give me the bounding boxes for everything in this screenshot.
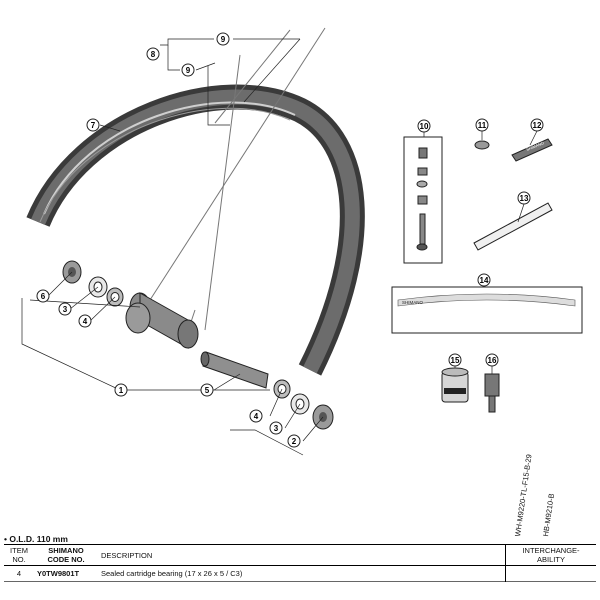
leader-lines — [21, 38, 538, 456]
callout-label: 4 — [254, 412, 259, 421]
callout-label: 11 — [478, 121, 487, 130]
callout-label: 7 — [91, 121, 96, 130]
callout-14: 14 — [477, 273, 491, 287]
rim-sticker-box: SHIMANO — [391, 286, 583, 334]
sealant-bottle — [441, 367, 469, 403]
hub-shell — [125, 292, 199, 349]
callout-label: 9 — [221, 35, 226, 44]
header-description: DESCRIPTION — [101, 550, 153, 560]
parts-table-header: ITEM NO. SHIMANO CODE NO. DESCRIPTION IN… — [4, 544, 596, 566]
callout-label: 2 — [292, 437, 297, 446]
callout-11: 11 — [475, 118, 489, 132]
callout-13: 13 — [517, 191, 531, 205]
callout-15: 15 — [448, 353, 462, 367]
table-row: 4 Y0TW9801T Sealed cartridge bearing (17… — [4, 565, 596, 582]
callout-label: 1 — [119, 386, 124, 395]
callout-label: 5 — [205, 386, 210, 395]
callout-label: 13 — [520, 194, 529, 203]
callout-label: 16 — [488, 356, 497, 365]
callout-label: 8 — [151, 50, 156, 59]
callout-10: 10 — [417, 119, 431, 133]
callout-1: 1 — [114, 383, 128, 397]
tire-lever: SHIMANO — [511, 138, 553, 162]
valve-set-box — [403, 136, 443, 264]
callout-8: 8 — [146, 47, 160, 61]
callout-label: 14 — [480, 276, 489, 285]
tire-lever-text: SHIMANO — [526, 140, 545, 152]
callout-3b: 3 — [269, 421, 283, 435]
callout-3a: 3 — [58, 302, 72, 316]
callout-label: 3 — [274, 424, 279, 433]
row-item-no: 4 — [16, 569, 22, 578]
callout-label: 3 — [63, 305, 68, 314]
rim-sticker-text: SHIMANO — [402, 300, 424, 305]
row-code-no: Y0TW9801T — [37, 569, 80, 578]
callout-4a: 4 — [78, 314, 92, 328]
callout-label: 4 — [83, 317, 88, 326]
header-interchangeability: INTERCHANGE-ABILITY — [505, 544, 596, 566]
header-item-no: ITEM NO. — [10, 546, 28, 564]
callout-9b: 9 — [181, 63, 195, 77]
callout-16: 16 — [485, 353, 499, 367]
callout-5: 5 — [200, 383, 214, 397]
callout-label: 15 — [451, 356, 460, 365]
spokes — [149, 27, 326, 341]
callout-12: 12 — [530, 118, 544, 132]
callout-2: 2 — [287, 434, 301, 448]
callout-label: 12 — [533, 121, 542, 130]
rim — [26, 84, 365, 376]
row-interchangeability — [505, 565, 596, 582]
rim-plug — [474, 140, 490, 150]
valve-core-tool — [484, 373, 500, 413]
callout-label: 6 — [41, 292, 46, 301]
old-note: • O.L.D. 110 mm — [4, 534, 68, 544]
callout-9a: 9 — [216, 32, 230, 46]
rim-tape — [473, 202, 553, 251]
callout-label: 10 — [420, 122, 429, 131]
callout-4b: 4 — [249, 409, 263, 423]
callout-6: 6 — [36, 289, 50, 303]
callout-7: 7 — [86, 118, 100, 132]
row-description: Sealed cartridge bearing (17 x 26 x 5 / … — [101, 569, 243, 578]
callout-label: 9 — [186, 66, 191, 75]
parts-table: ITEM NO. SHIMANO CODE NO. DESCRIPTION IN… — [4, 544, 596, 582]
header-code-no: SHIMANO CODE NO. — [47, 546, 85, 564]
hub-axle — [200, 351, 269, 389]
